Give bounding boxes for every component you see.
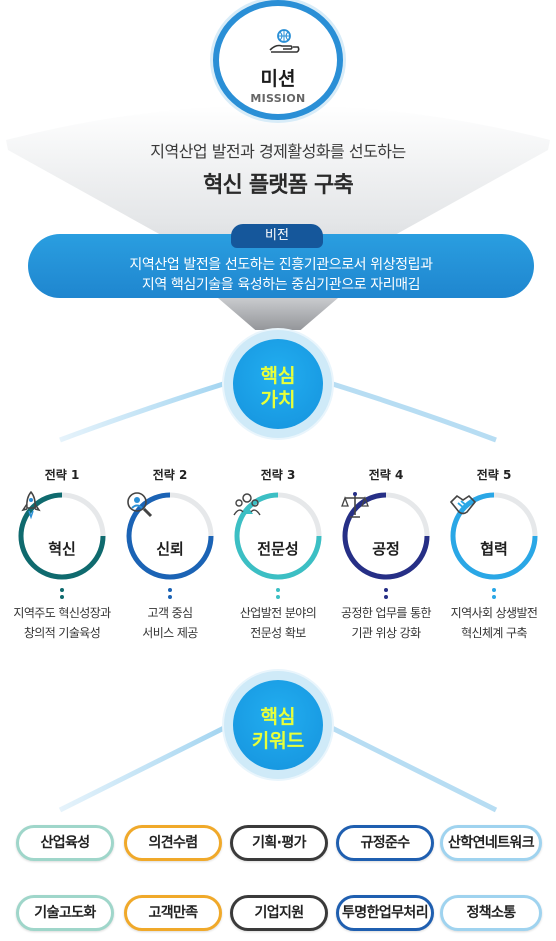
strategy-desc-line1: 지역주도 혁신성장과 (13, 606, 111, 620)
strategy-desc-line2: 혁신체계 구축 (461, 626, 527, 640)
strategy-name: 신뢰 (156, 540, 184, 558)
vision-tab: 비전 (231, 224, 323, 248)
strategy-desc-line2: 전문성 확보 (250, 626, 306, 640)
strategy-5: 전략 5 협력 지역사회 상생발전 혁신체계 구축 (440, 466, 548, 643)
strategy-desc-line1: 산업발전 분야의 (239, 606, 317, 620)
strategy-label: 전략 1 (44, 468, 80, 482)
vision-line1: 지역산업 발전을 선도하는 진흥기관으로서 위상정립과 (129, 257, 433, 273)
strategy-ring (18, 492, 106, 580)
strategy-desc-line1: 지역사회 상생발전 (450, 606, 538, 620)
core-values-label-2: 가치 (260, 389, 296, 411)
team-icon (233, 493, 261, 516)
keyword-pill: 기획·평가 (230, 825, 328, 861)
strategy-desc-line1: 공정한 업무를 통한 (341, 606, 432, 620)
strategy-name: 전문성 (257, 540, 299, 558)
strategy-name: 혁신 (48, 540, 76, 558)
mission-fan-shape (6, 105, 550, 330)
strategy-2: 전략 2 신뢰 고객 중심 서비스 제공 (116, 466, 224, 643)
keyword-pill: 고객만족 (124, 895, 222, 931)
core-keywords-circle: 핵심 키워드 (233, 680, 323, 770)
vision-line2: 지역 핵심기술을 육성하는 중심기관으로 자리매김 (141, 277, 421, 293)
strategy-dots (168, 588, 172, 599)
core-keywords-label-1: 핵심 (260, 706, 296, 728)
mission-statement-line2: 혁신 플랫폼 구축 (203, 173, 354, 198)
strategy-label: 전략 4 (368, 468, 404, 482)
keyword-pill: 산학연네트워크 (440, 825, 542, 861)
strategy-dots (276, 588, 280, 599)
keyword-pill: 산업육성 (16, 825, 114, 861)
strategy-ring (234, 492, 322, 580)
strategy-dots (384, 588, 388, 599)
keyword-pill: 의견수렴 (124, 825, 222, 861)
strategy-dots (60, 588, 64, 599)
mission-subtitle: MISSION (250, 92, 306, 105)
strategy-1: 전략 1 혁신 지역주도 혁신성장과 창의적 기술육성 (8, 466, 116, 643)
hand-globe-icon (269, 29, 300, 53)
strategy-desc-line2: 서비스 제공 (142, 626, 198, 640)
mission-circle: 미션 MISSION (213, 0, 343, 120)
keyword-pill: 규정준수 (336, 825, 434, 861)
strategy-3: 전략 3 전문성 산업발전 분야의 전문성 확보 (224, 466, 332, 643)
rocket-icon (21, 490, 41, 520)
keyword-pill: 정책소통 (440, 895, 542, 931)
strategy-dots (492, 588, 496, 599)
strategy-4: 전략 4 공정 공정한 업무를 통한 기관 위상 강화 (332, 466, 440, 643)
strategy-label: 전략 5 (476, 468, 512, 482)
scales-icon (341, 492, 369, 518)
core-values-label-1: 핵심 (260, 365, 296, 387)
mission-title: 미션 (260, 68, 296, 90)
core-values-circle: 핵심 가치 (233, 339, 323, 429)
strategy-name: 공정 (372, 540, 400, 558)
strategy-label: 전략 3 (260, 468, 296, 482)
strategy-desc-line2: 기관 위상 강화 (351, 626, 421, 640)
strategy-desc-line2: 창의적 기술육성 (23, 626, 101, 640)
keyword-pill: 기업지원 (230, 895, 328, 931)
keyword-pill: 기술고도화 (16, 895, 114, 931)
mission-statement-line1: 지역산업 발전과 경제활성화를 선도하는 (150, 142, 406, 161)
strategy-ring (450, 492, 538, 580)
handshake-icon (449, 494, 477, 515)
keyword-pill: 투명한업무처리 (336, 895, 434, 931)
strategy-desc-line1: 고객 중심 (147, 606, 194, 620)
strategy-ring (342, 492, 430, 580)
strategy-name: 협력 (480, 540, 508, 558)
strategy-label: 전략 2 (152, 468, 188, 482)
person-magnifier-icon (127, 492, 153, 518)
core-keywords-label-2: 키워드 (251, 730, 305, 752)
